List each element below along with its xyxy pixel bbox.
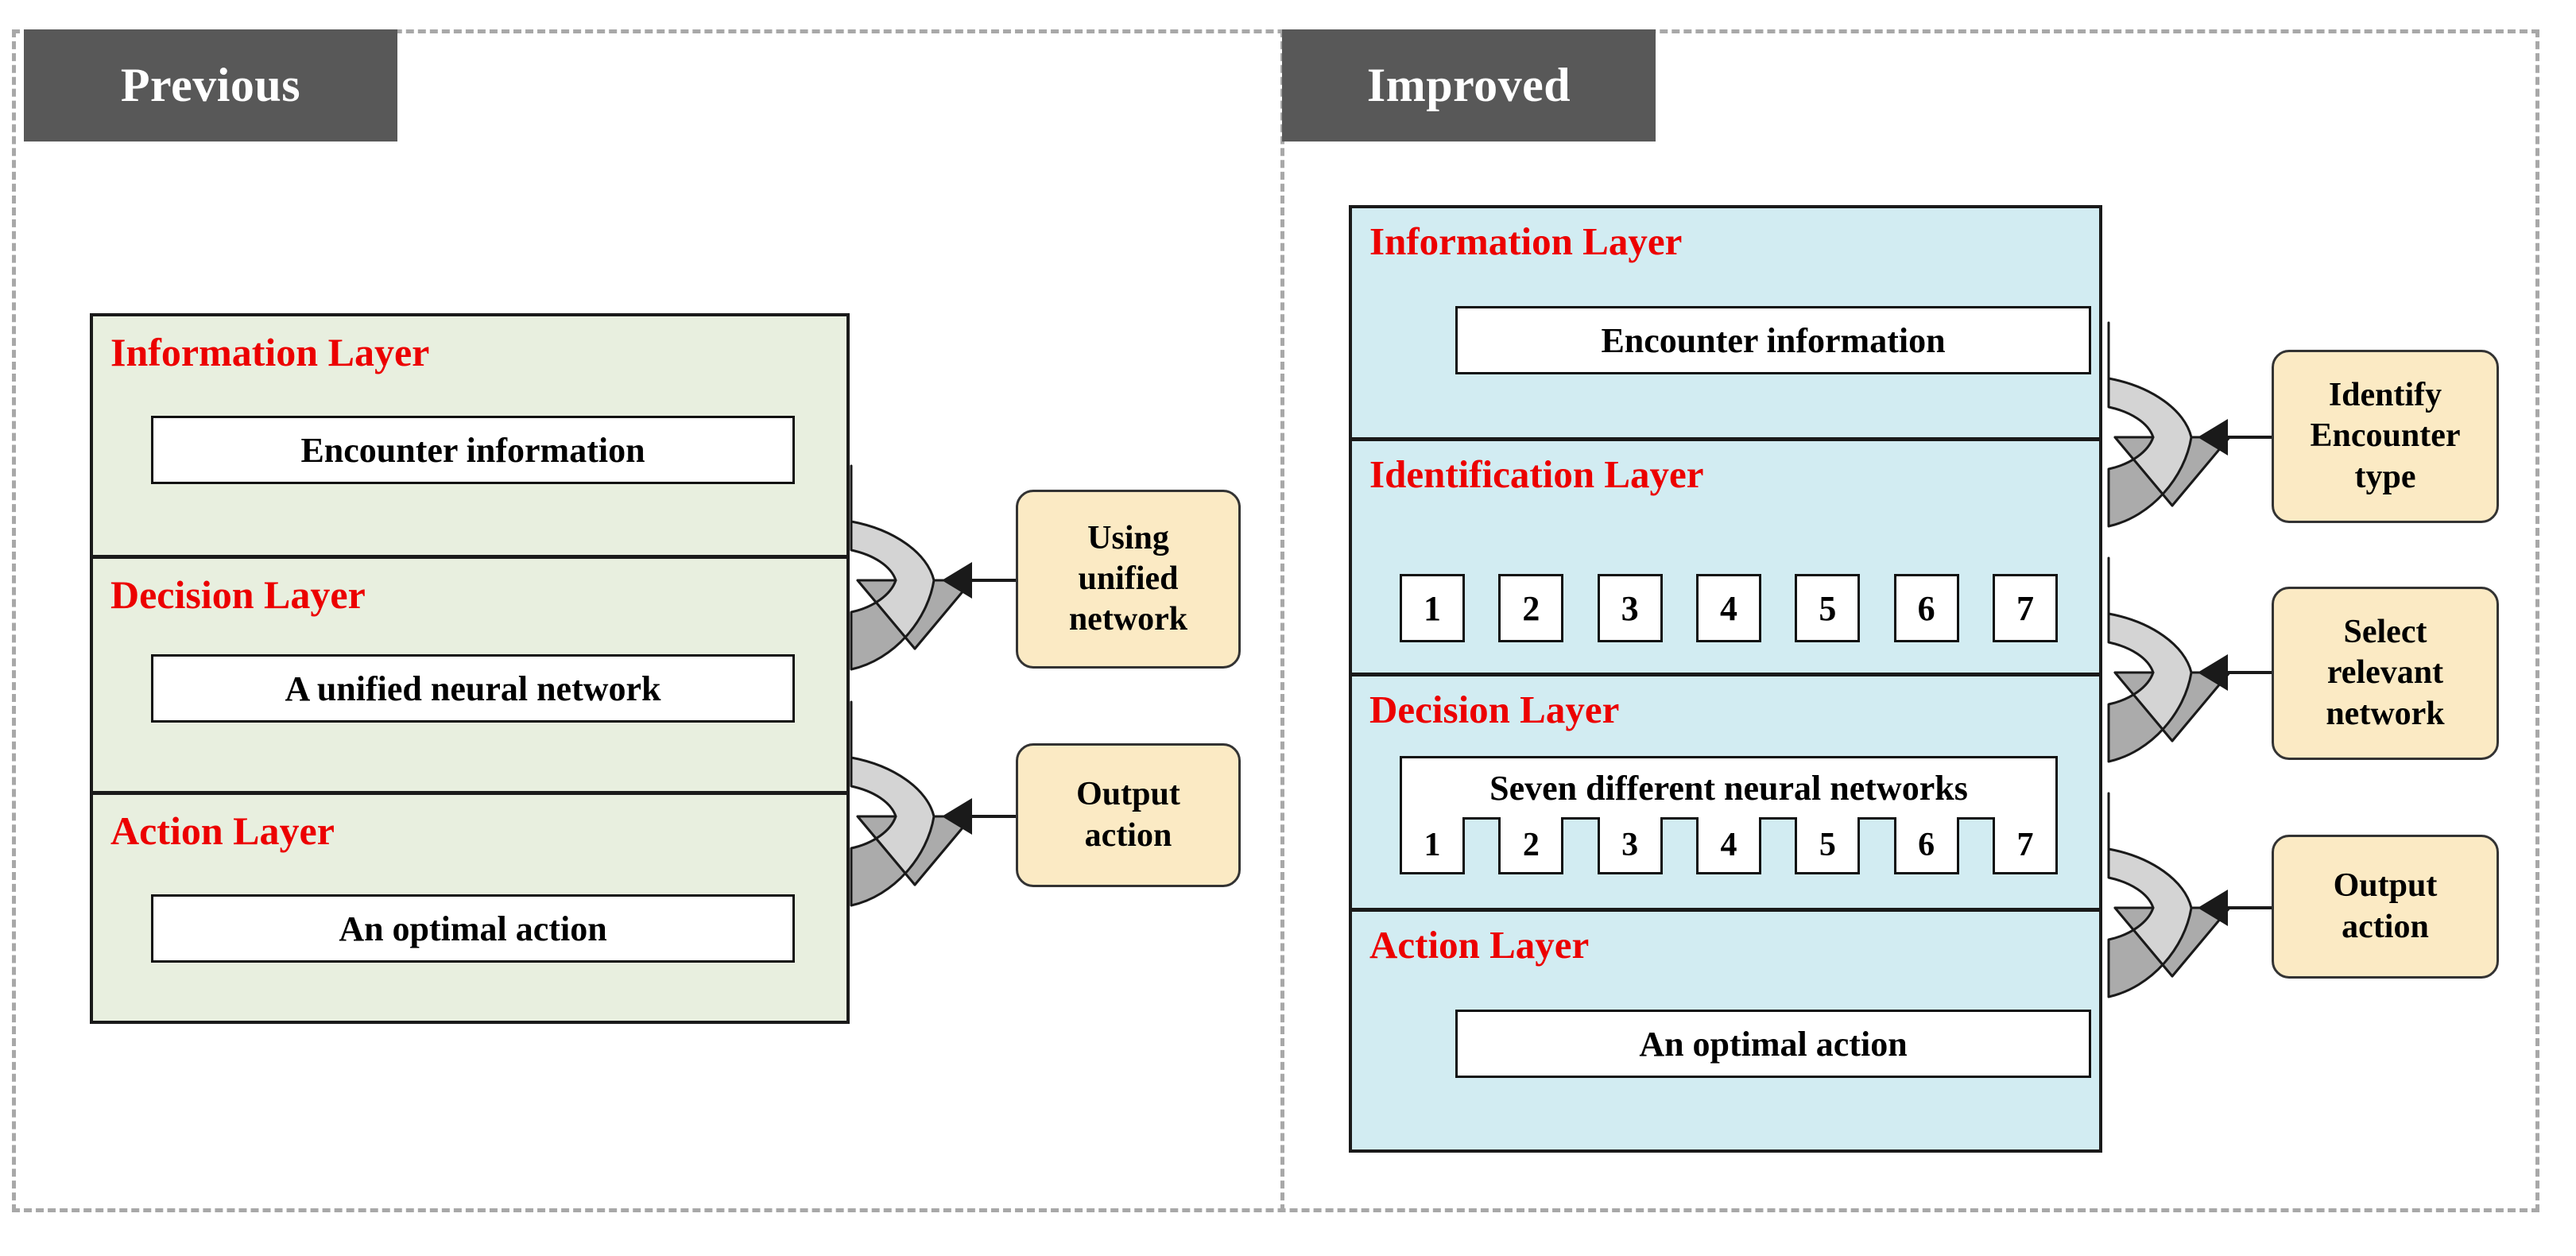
arrow-head-icon	[942, 562, 972, 599]
arrow-head-icon	[2198, 419, 2228, 455]
layer-title: Decision Layer	[110, 572, 366, 617]
layer-title: Action Layer	[110, 808, 335, 853]
encounter-information-box: Encounter information	[151, 416, 795, 484]
outer-dashed-frame	[12, 29, 2539, 1212]
identification-chip[interactable]: 5	[1795, 574, 1861, 642]
callout-line: action	[2342, 908, 2429, 945]
tab-previous[interactable]: Previous	[24, 29, 397, 141]
callout-line: Using	[1087, 519, 1169, 556]
callout-line: Output	[1076, 776, 1180, 813]
tab-improved[interactable]: Improved	[1282, 29, 1656, 141]
decision-chip[interactable]: 6	[1893, 817, 1959, 874]
layer-title: Action Layer	[1369, 923, 1590, 967]
identification-chip[interactable]: 3	[1597, 574, 1663, 642]
previous-decision-layer: Decision Layer A unified neural network	[93, 555, 846, 791]
tab-improved-label: Improved	[1366, 59, 1571, 111]
callout-line: Output	[2333, 867, 2438, 905]
decision-chip[interactable]: 3	[1597, 817, 1663, 874]
previous-action-layer: Action Layer An optimal action	[93, 791, 846, 1027]
connector-line	[2225, 671, 2273, 674]
unified-network-box: A unified neural network	[151, 654, 795, 723]
identification-chip[interactable]: 6	[1893, 574, 1959, 642]
improved-layer-stack: Information Layer Encounter information …	[1349, 205, 2102, 1153]
callout-line: Identify	[2328, 377, 2442, 414]
improved-action-layer: Action Layer An optimal action	[1352, 908, 2099, 1156]
decision-chip-row: 1 2 3 4 5 6 7	[1400, 817, 2058, 874]
layer-title: Decision Layer	[1369, 688, 1620, 731]
identification-chip-row: 1 2 3 4 5 6 7	[1400, 574, 2058, 642]
optimal-action-box: An optimal action	[151, 894, 795, 963]
connector-line	[970, 579, 1017, 582]
connector-line	[2225, 436, 2273, 439]
seven-networks-box: Seven different neural networks	[1400, 756, 2058, 820]
callout-line: relevant	[2326, 654, 2444, 692]
callout-line: type	[2354, 458, 2416, 495]
seven-networks-group: Seven different neural networks 1 2 3 4 …	[1400, 756, 2058, 877]
callout-output-action[interactable]: Output action	[2272, 835, 2499, 979]
callout-using-unified-network[interactable]: Using unified network	[1016, 490, 1241, 669]
identification-chip[interactable]: 1	[1400, 574, 1465, 642]
connector-line	[2225, 906, 2273, 909]
callout-line: unified	[1078, 560, 1179, 597]
arrow-head-icon	[942, 798, 972, 835]
previous-layer-stack: Information Layer Encounter information …	[90, 313, 850, 1024]
previous-information-layer: Information Layer Encounter information	[93, 316, 846, 555]
identification-chip[interactable]: 2	[1498, 574, 1564, 642]
callout-line: network	[1068, 601, 1188, 638]
callout-line: action	[1084, 816, 1172, 854]
panel-divider	[1280, 29, 1284, 1212]
decision-chip[interactable]: 4	[1695, 817, 1761, 874]
layer-title: Information Layer	[1369, 219, 1683, 263]
identification-chip[interactable]: 7	[1992, 574, 2058, 642]
improved-information-layer: Information Layer Encounter information	[1352, 208, 2099, 437]
decision-chip[interactable]: 2	[1498, 817, 1564, 874]
decision-chip[interactable]: 1	[1400, 817, 1465, 874]
callout-line: Select	[2343, 614, 2427, 651]
encounter-information-box: Encounter information	[1455, 306, 2091, 374]
identification-chip[interactable]: 4	[1695, 574, 1761, 642]
decision-chip[interactable]: 5	[1795, 817, 1861, 874]
arrow-head-icon	[2198, 654, 2228, 691]
callout-identify-encounter-type[interactable]: Identify Encounter type	[2272, 350, 2499, 523]
improved-identification-layer: Identification Layer 1 2 3 4 5 6 7	[1352, 437, 2099, 673]
callout-line: Encounter	[2310, 417, 2461, 455]
decision-chip[interactable]: 7	[1992, 817, 2058, 874]
tab-previous-label: Previous	[120, 59, 301, 111]
improved-decision-layer: Decision Layer Seven different neural ne…	[1352, 673, 2099, 908]
optimal-action-box: An optimal action	[1455, 1010, 2091, 1078]
curved-arrow-icon	[839, 461, 990, 700]
callout-output-action[interactable]: Output action	[1016, 743, 1241, 887]
layer-title: Identification Layer	[1369, 452, 1704, 496]
arrow-head-icon	[2198, 890, 2228, 926]
layer-title: Information Layer	[110, 330, 430, 374]
callout-line: network	[2326, 695, 2445, 732]
connector-line	[970, 815, 1017, 818]
callout-select-relevant-network[interactable]: Select relevant network	[2272, 587, 2499, 760]
